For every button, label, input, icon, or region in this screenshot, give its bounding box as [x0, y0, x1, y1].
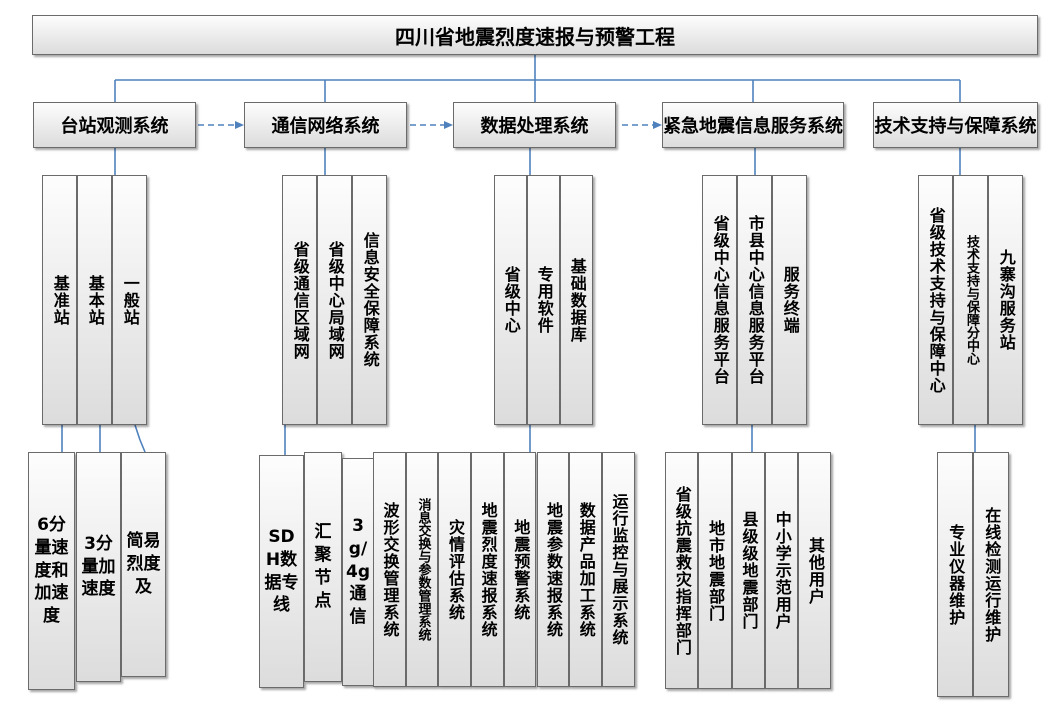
data-bottom-4: 地震烈度速报系统 [471, 452, 504, 687]
comm-mid-3: 信息安全保障系统 [352, 175, 387, 425]
data-bottom-8: 运行监控与展示系统 [601, 452, 635, 687]
comm-bottom-3: 3g/4g通信 [342, 458, 374, 686]
service-bottom-1: 省级抗震救灾指挥部门 [665, 452, 699, 689]
data-bottom-1: 波形交换管理系统 [373, 452, 406, 687]
support-bottom-1: 专业仪器维护 [937, 452, 973, 697]
service-bottom-3: 县级级地震部门 [731, 452, 765, 689]
station-bottom-2: 3分量加速度 [76, 452, 121, 682]
data-bottom-3: 灾情评估系统 [438, 452, 472, 687]
service-bottom-4: 中小学示范用户 [764, 452, 799, 689]
support-bottom-2: 在线检测运行维护 [973, 452, 1009, 697]
support-mid-2: 技术支持与保障分中心 [953, 175, 988, 425]
data-bottom-5: 地震预警系统 [503, 452, 537, 687]
diagram-title: 四川省地震烈度速报与预警工程 [32, 15, 1038, 55]
station-bottom-3: 简易烈度及 [121, 452, 166, 677]
comm-mid-2: 省级中心局域网 [317, 175, 352, 425]
service-bottom-5: 其他用户 [798, 452, 832, 689]
data-mid-3: 基础数据库 [560, 175, 593, 425]
data-bottom-2: 消息交换与参数管理系统 [405, 452, 439, 687]
service-bottom-2: 地市地震部门 [698, 452, 732, 689]
system-box-3: 数据处理系统 [453, 102, 616, 148]
data-bottom-6: 地震参数速报系统 [536, 452, 570, 687]
comm-bottom-2: 汇聚节点 [304, 452, 342, 682]
service-mid-1: 省级中心信息服务平台 [702, 175, 737, 425]
service-mid-3: 服务终端 [772, 175, 807, 425]
system-box-4: 紧急地震信息服务系统 [662, 102, 844, 148]
system-box-2: 通信网络系统 [244, 102, 407, 148]
service-mid-2: 市县中心信息服务平台 [737, 175, 772, 425]
data-mid-1: 省级中心 [494, 175, 527, 425]
data-bottom-7: 数据产品加工系统 [569, 452, 602, 687]
support-mid-3: 九寨沟服务站 [988, 175, 1023, 425]
station-mid-1: 基准站 [42, 175, 77, 425]
support-mid-1: 省级技术支持与保障中心 [918, 175, 953, 425]
comm-mid-1: 省级通信区域网 [282, 175, 317, 425]
system-box-1: 台站观测系统 [33, 102, 196, 148]
data-mid-2: 专用软件 [527, 175, 560, 425]
comm-bottom-1: SDH数据专线 [259, 455, 304, 688]
system-box-5: 技术支持与保障系统 [873, 102, 1038, 148]
station-mid-3: 一般站 [112, 175, 147, 425]
station-bottom-1: 6分量速度和加速度 [28, 452, 75, 690]
station-mid-2: 基本站 [77, 175, 112, 425]
